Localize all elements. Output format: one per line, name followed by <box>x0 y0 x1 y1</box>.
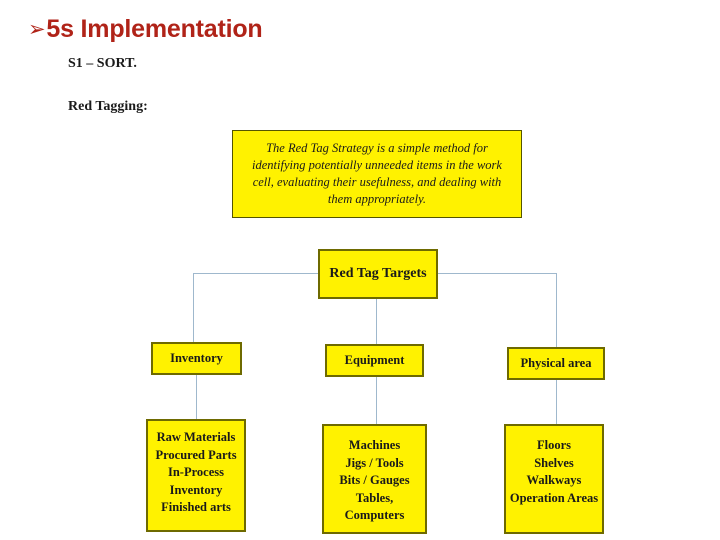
list-item: Procured Parts <box>155 447 237 462</box>
subheading-step: S1 – SORT. <box>68 56 137 71</box>
node-red-tag-targets: Red Tag Targets <box>318 249 438 299</box>
node-label: Red Tag Targets <box>329 266 427 281</box>
page-title-text: 5s Implementation <box>46 15 263 43</box>
subheading-topic: Red Tagging: <box>68 99 148 114</box>
list-item: Shelves <box>534 455 574 470</box>
list-item: Bits / Gauges <box>339 473 410 487</box>
node-physical-area: Physical area <box>507 347 605 380</box>
connector-root-to-equipment <box>376 299 377 344</box>
node-physical-area-items: Floors Shelves Walkways Operation Areas <box>504 424 604 534</box>
list-item: Walkways <box>526 473 582 487</box>
connector-root-to-inventory <box>193 273 194 342</box>
list-item: Floors <box>536 438 572 452</box>
node-label: Inventory <box>170 351 223 365</box>
connector-equipment-to-items <box>376 377 377 424</box>
list-item: In-Process <box>167 465 224 479</box>
list-item: Raw Materials <box>156 430 236 444</box>
list-item: Machines <box>348 438 401 452</box>
node-label: Equipment <box>344 353 405 367</box>
connector-inventory-to-items <box>196 375 197 419</box>
list-item: Tables, <box>355 490 394 505</box>
red-tag-strategy-callout: The Red Tag Strategy is a simple method … <box>232 130 522 218</box>
node-inventory-items: Raw Materials Procured Parts In-Process … <box>146 419 246 532</box>
list-item: Jigs / Tools <box>345 455 404 470</box>
node-equipment-items: Machines Jigs / Tools Bits / Gauges Tabl… <box>322 424 427 534</box>
red-tag-strategy-text: The Red Tag Strategy is a simple method … <box>252 141 502 206</box>
list-item: Computers <box>344 508 405 522</box>
connector-physical-area-to-items <box>556 377 557 424</box>
list-item: Inventory <box>169 482 223 497</box>
page-title: ➢5s Implementation <box>28 14 263 44</box>
node-equipment: Equipment <box>325 344 424 377</box>
connector-root-to-physical-area <box>556 273 557 347</box>
list-item: Operation Areas <box>509 490 599 505</box>
node-label: Physical area <box>520 356 592 370</box>
node-inventory: Inventory <box>151 342 242 375</box>
arrow-bullet-icon: ➢ <box>28 17 46 41</box>
list-item: Finished arts <box>161 500 231 514</box>
